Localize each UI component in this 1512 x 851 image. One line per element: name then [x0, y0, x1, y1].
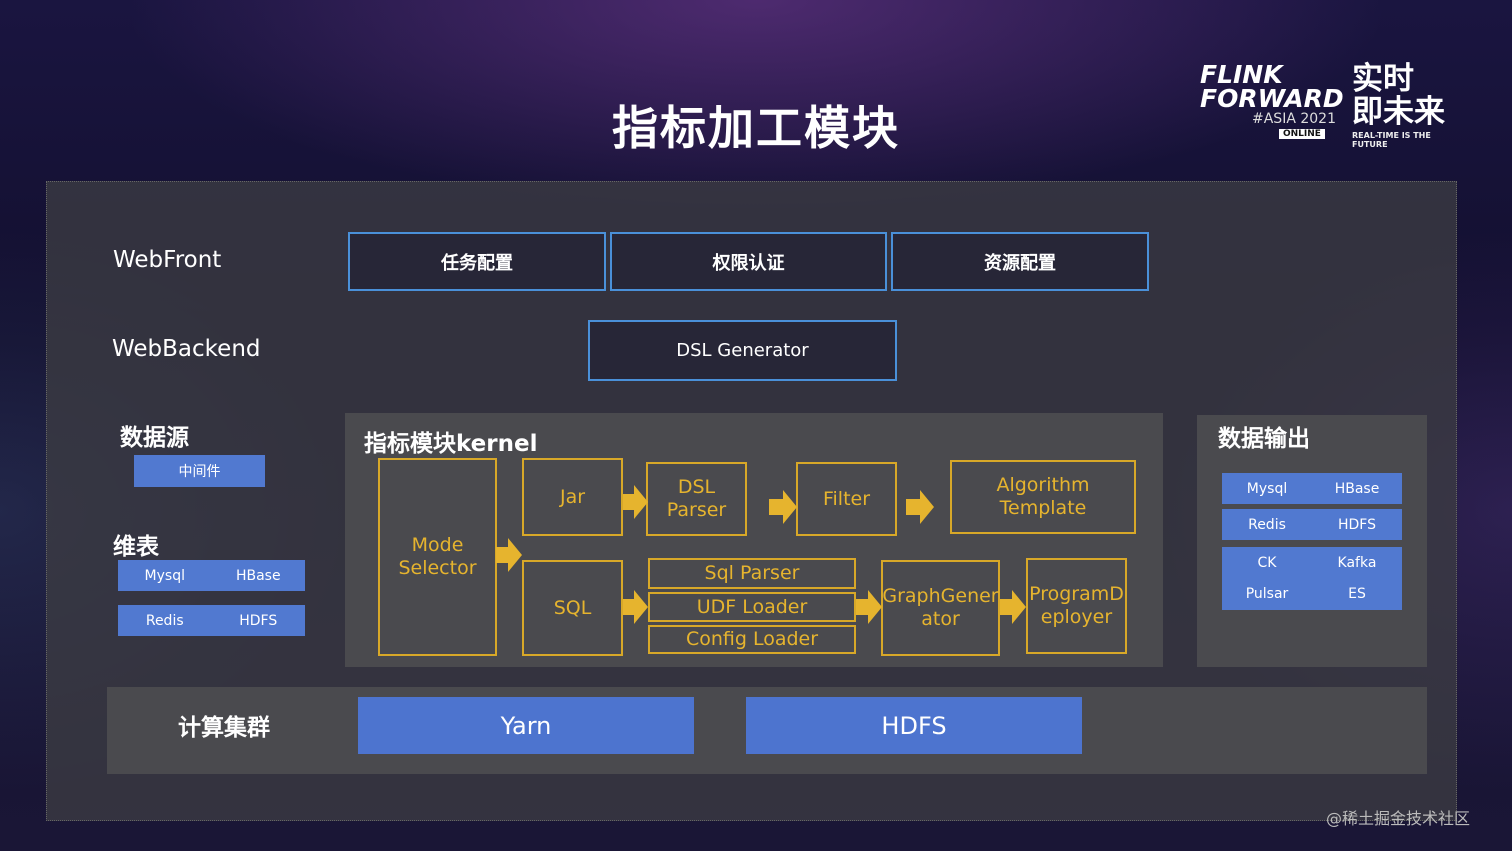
program-deployer-box: ProgramD eployer: [1026, 558, 1127, 654]
arrow-icon: [906, 490, 934, 524]
hdfs-bar: HDFS: [746, 697, 1082, 754]
kernel-label: 指标模块kernel: [364, 431, 538, 457]
out-kafka: Kafka: [1337, 554, 1377, 571]
datasource-label: 数据源: [120, 425, 189, 451]
webfront-label: WebFront: [113, 247, 222, 273]
graph-generator-box: GraphGener ator: [881, 560, 1000, 656]
auth-box: 权限认证: [610, 232, 887, 291]
dimension-row: Redis HDFS: [118, 605, 305, 636]
out-ck: CK: [1257, 554, 1277, 571]
out-hdfs: HDFS: [1337, 516, 1376, 533]
dsl-parser-box: DSL Parser: [646, 462, 747, 536]
compute-label: 计算集群: [178, 715, 270, 741]
out-mysql: Mysql: [1246, 480, 1288, 497]
output-panel: [1197, 415, 1427, 667]
dsl-generator-box: DSL Generator: [588, 320, 897, 381]
arrow-icon: [496, 538, 522, 572]
jar-box: Jar: [522, 458, 623, 536]
arrow-icon: [856, 590, 882, 624]
out-pulsar: Pulsar: [1245, 586, 1289, 602]
dim-redis: Redis: [145, 612, 184, 629]
out-redis: Redis: [1248, 516, 1286, 533]
page-title: 指标加工模块: [612, 101, 900, 155]
dimension-label: 维表: [113, 534, 159, 560]
out-hbase: HBase: [1334, 480, 1380, 497]
resource-config-box: 资源配置: [891, 232, 1149, 291]
sql-parser-box: Sql Parser: [648, 558, 856, 589]
arrow-icon: [623, 590, 648, 624]
task-config-box: 任务配置: [348, 232, 606, 291]
out-es: ES: [1348, 586, 1366, 602]
dim-hdfs: HDFS: [239, 612, 278, 629]
middleware-chip: 中间件: [134, 455, 265, 487]
config-loader-box: Config Loader: [648, 625, 856, 654]
dim-hbase: HBase: [235, 567, 281, 584]
output-block: CK Kafka Pulsar ES: [1222, 547, 1402, 610]
output-row: Redis HDFS: [1222, 509, 1402, 540]
output-row: Mysql HBase: [1222, 473, 1402, 504]
arrow-icon: [623, 485, 648, 519]
udf-loader-box: UDF Loader: [648, 592, 856, 622]
arrow-icon: [1000, 590, 1026, 624]
watermark: @稀土掘金技术社区: [1326, 809, 1471, 828]
filter-box: Filter: [796, 462, 897, 536]
algorithm-template-box: Algorithm Template: [950, 460, 1136, 534]
dimension-row: Mysql HBase: [118, 560, 305, 591]
output-label: 数据输出: [1218, 426, 1310, 452]
dim-mysql: Mysql: [144, 567, 185, 584]
yarn-bar: Yarn: [358, 697, 694, 754]
arrow-icon: [769, 490, 797, 524]
webbackend-label: WebBackend: [112, 336, 261, 362]
sql-box: SQL: [522, 560, 623, 656]
